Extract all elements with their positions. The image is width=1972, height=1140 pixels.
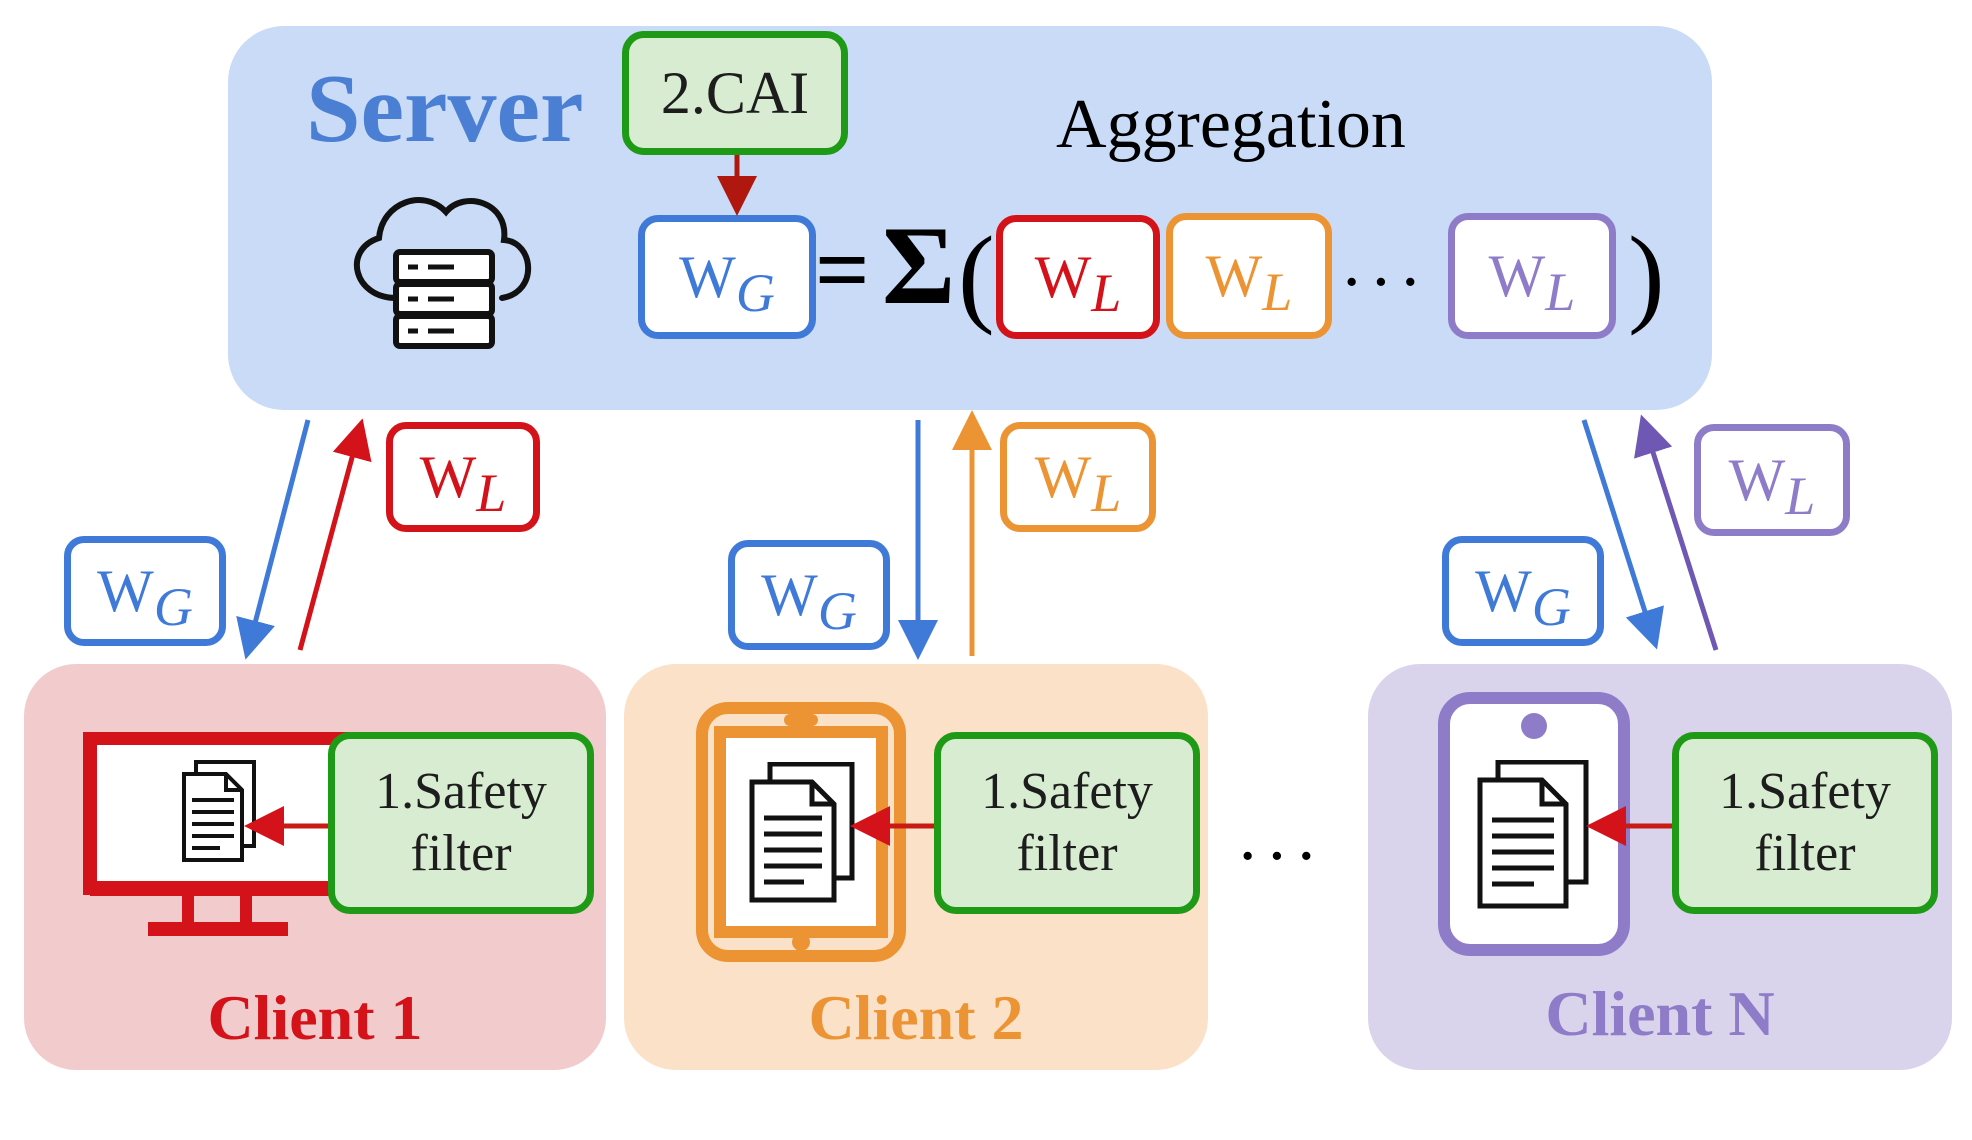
filter-label-line1: 1.Safety xyxy=(1719,762,1891,820)
client-n-local-weight-box: WL xyxy=(1694,424,1850,536)
client-1-global-weight-box: WG xyxy=(64,536,226,646)
client-2-local-weight-box: WL xyxy=(1000,422,1156,532)
filter-label-line2: filter xyxy=(410,825,512,882)
client-n-title: Client N xyxy=(1545,978,1775,1049)
cloud-server-icon xyxy=(334,180,544,360)
document-icon xyxy=(748,761,858,904)
cai-box: 2.CAI xyxy=(622,31,848,155)
filter-label-line2: filter xyxy=(1016,825,1118,882)
aggregation-label: Aggregation xyxy=(1056,86,1406,163)
filter-label-line2: filter xyxy=(1754,825,1856,882)
local-weight-box-client-2: WL xyxy=(1166,213,1332,339)
local-weight-label: WL xyxy=(1034,244,1122,323)
sigma-symbol: Σ xyxy=(882,204,956,328)
local-weight-box-client-n: WL xyxy=(1448,213,1616,339)
client-2-global-weight-box: WG xyxy=(728,540,890,650)
filter-label-line1: 1.Safety xyxy=(375,762,547,820)
document-icon xyxy=(180,760,260,864)
weight-label: WG xyxy=(761,562,857,641)
cai-label: 2.CAI xyxy=(660,60,810,126)
server-title: Server xyxy=(306,55,584,163)
client-2-title: Client 2 xyxy=(808,982,1024,1053)
local-weight-box-client-1: WL xyxy=(996,215,1160,339)
clients-ellipsis: ··· xyxy=(1236,818,1324,895)
weight-label: WG xyxy=(97,558,193,637)
filter-label-line1: 1.Safety xyxy=(981,762,1153,820)
close-paren: ) xyxy=(1628,214,1665,336)
open-paren: ( xyxy=(958,214,995,336)
weight-label: WG xyxy=(1475,558,1571,637)
weight-label: WL xyxy=(419,444,507,523)
weight-label: WL xyxy=(1728,447,1816,526)
client-1-title: Client 1 xyxy=(207,982,423,1053)
client-n-global-weight-box: WG xyxy=(1442,536,1604,646)
client-1-local-weight-box: WL xyxy=(386,422,540,532)
aggregation-ellipsis: ··· xyxy=(1340,244,1428,321)
global-weight-box: WG xyxy=(638,215,816,339)
document-icon xyxy=(1476,759,1592,910)
global-weight-label: WG xyxy=(679,244,775,323)
equals-sign: = xyxy=(815,216,870,323)
local-weight-label: WL xyxy=(1205,243,1293,322)
local-weight-label: WL xyxy=(1488,243,1576,322)
weight-label: WL xyxy=(1034,444,1122,523)
